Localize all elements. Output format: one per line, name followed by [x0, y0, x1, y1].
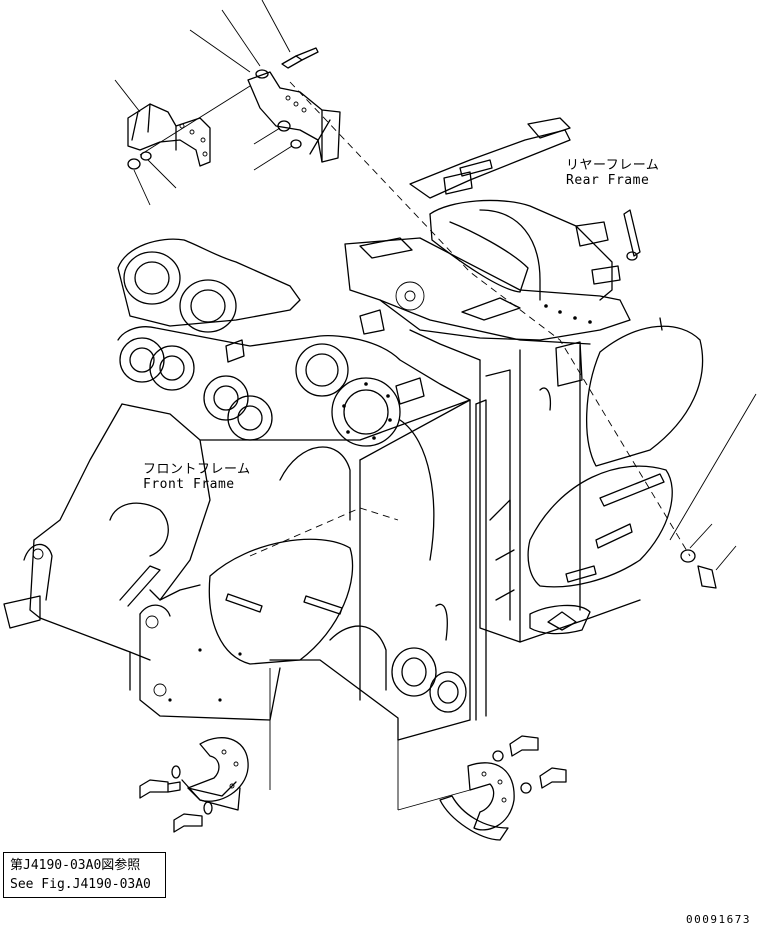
bottom-right-bracket-assembly: [397, 735, 567, 841]
rear-frame: [344, 117, 757, 643]
rear-frame-label: リヤーフレーム Rear Frame: [566, 158, 659, 188]
figure-reference-jp: 第J4190-03A0図参照: [10, 858, 141, 873]
figure-reference-en: See Fig.J4190-03A0: [10, 877, 151, 892]
rear-frame-label-en: Rear Frame: [566, 173, 650, 188]
front-frame: [3, 81, 691, 741]
front-frame-label: フロントフレーム Front Frame: [143, 462, 251, 492]
front-frame-label-jp: フロントフレーム: [143, 462, 251, 477]
rear-frame-label-jp: リヤーフレーム: [566, 158, 660, 173]
bottom-left-bracket-assembly: [139, 668, 271, 833]
drawing-number: 00091673: [686, 913, 751, 926]
top-bracket-assembly: [114, 0, 341, 206]
front-frame-label-en: Front Frame: [143, 477, 235, 492]
figure-reference-box: 第J4190-03A0図参照 See Fig.J4190-03A0: [3, 852, 166, 898]
